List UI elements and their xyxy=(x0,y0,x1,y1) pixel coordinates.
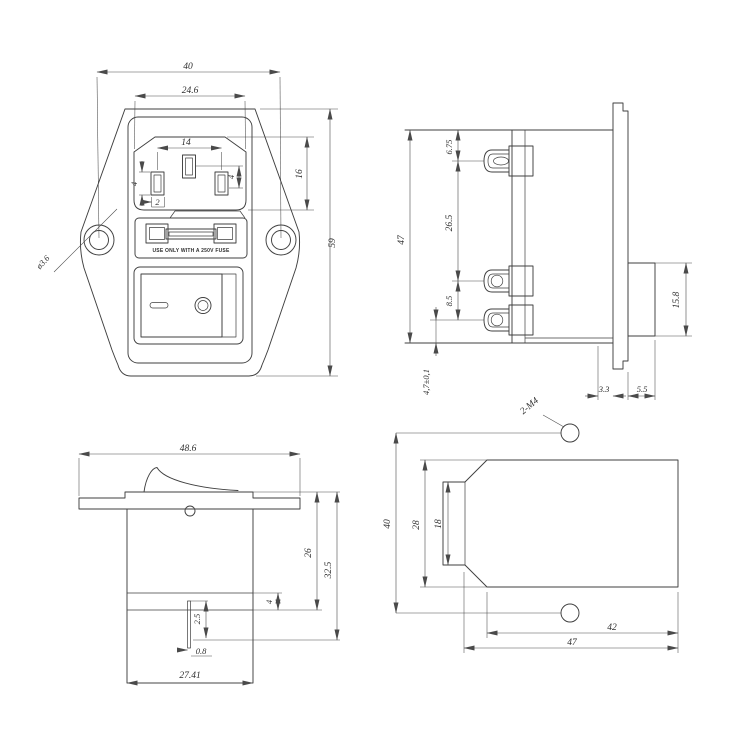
switch-off-mark xyxy=(194,297,212,314)
front-flange-outline xyxy=(79,108,301,377)
dim-cutout-width: 47 xyxy=(567,638,578,648)
dim-side-terminal-bottom: 4,7±0,1 xyxy=(421,369,431,395)
dim-top-width: 48.6 xyxy=(180,444,197,454)
iec-socket-recess xyxy=(133,136,247,211)
terminal-bottom xyxy=(483,304,534,336)
front-view: USE ONLY WITH A 250V FUSE 40 xyxy=(33,62,338,377)
dim-side-terminal-top: 6.75 xyxy=(444,140,454,155)
rocker-profile xyxy=(143,467,239,493)
label-mounting-thread: 2-M4 xyxy=(519,396,541,417)
pivot-pin xyxy=(184,505,196,517)
dim-cutout-notch: 18 xyxy=(434,519,444,529)
top-body-outline xyxy=(126,508,254,684)
dim-side-boss-depth: 5.5 xyxy=(637,384,648,394)
dim-front-opening-height: 16 xyxy=(295,169,305,179)
chassis-tab xyxy=(187,600,191,649)
front-body-outline xyxy=(127,116,253,364)
dim-side-gap: 3.3 xyxy=(598,384,610,394)
side-view: 47 6.75 26.5 8.5 4,7±0,1 15.8 3.3 5.5 2-… xyxy=(397,102,692,428)
switch-on-mark xyxy=(149,302,169,309)
panel-hole-top xyxy=(560,423,580,443)
dim-front-pin-length: 4 xyxy=(129,181,139,186)
top-view: 48.6 26 32.5 4 2.5 0.8 27.41 xyxy=(78,444,340,686)
dim-cutout-hole-edge: 42 xyxy=(607,623,617,633)
dim-top-depth-total: 32.5 xyxy=(324,561,334,579)
panel-cutout-outline xyxy=(442,459,679,588)
dim-front-overall-height: 59 xyxy=(328,238,338,248)
rear-boss xyxy=(627,262,656,337)
earth-pin xyxy=(182,154,196,179)
fuse-element xyxy=(145,223,237,244)
dim-front-pin-width: 2 xyxy=(155,197,160,207)
dim-side-terminal-low: 8.5 xyxy=(444,296,454,307)
dim-top-tab-thickness: 0.8 xyxy=(196,646,207,656)
line-pin-left xyxy=(150,171,165,196)
line-pin-right xyxy=(214,171,229,196)
dim-front-hole-diameter: ø3.6 xyxy=(33,253,52,272)
dim-front-earth-offset: 4 xyxy=(226,174,236,179)
dim-top-step: 4 xyxy=(264,599,274,604)
dim-top-depth-body: 26 xyxy=(304,548,314,558)
dim-side-height: 47 xyxy=(397,234,407,245)
dim-front-opening-width: 24.6 xyxy=(182,86,199,96)
dim-top-body-width: 27.41 xyxy=(179,671,200,681)
dim-front-hole-spacing: 40 xyxy=(183,62,193,72)
dim-top-tab-length: 2.5 xyxy=(192,614,202,625)
dim-side-boss-height: 15.8 xyxy=(672,291,682,308)
rocker-switch xyxy=(133,266,244,345)
panel-hole-bottom xyxy=(560,603,580,623)
panel-flange xyxy=(612,102,629,370)
dim-cutout-hole-spacing: 40 xyxy=(383,519,393,529)
terminal-top xyxy=(483,145,534,177)
fuse-warning-label: USE ONLY WITH A 250V FUSE xyxy=(152,248,230,254)
fuse-holder: USE ONLY WITH A 250V FUSE xyxy=(134,210,248,259)
terminal-middle xyxy=(483,265,534,297)
dim-cutout-height: 28 xyxy=(412,520,422,530)
dim-front-pin-spacing: 14 xyxy=(181,138,191,148)
dim-side-terminal-mid: 26.5 xyxy=(445,214,455,231)
panel-cutout-view: 40 28 18 42 47 xyxy=(383,423,679,653)
